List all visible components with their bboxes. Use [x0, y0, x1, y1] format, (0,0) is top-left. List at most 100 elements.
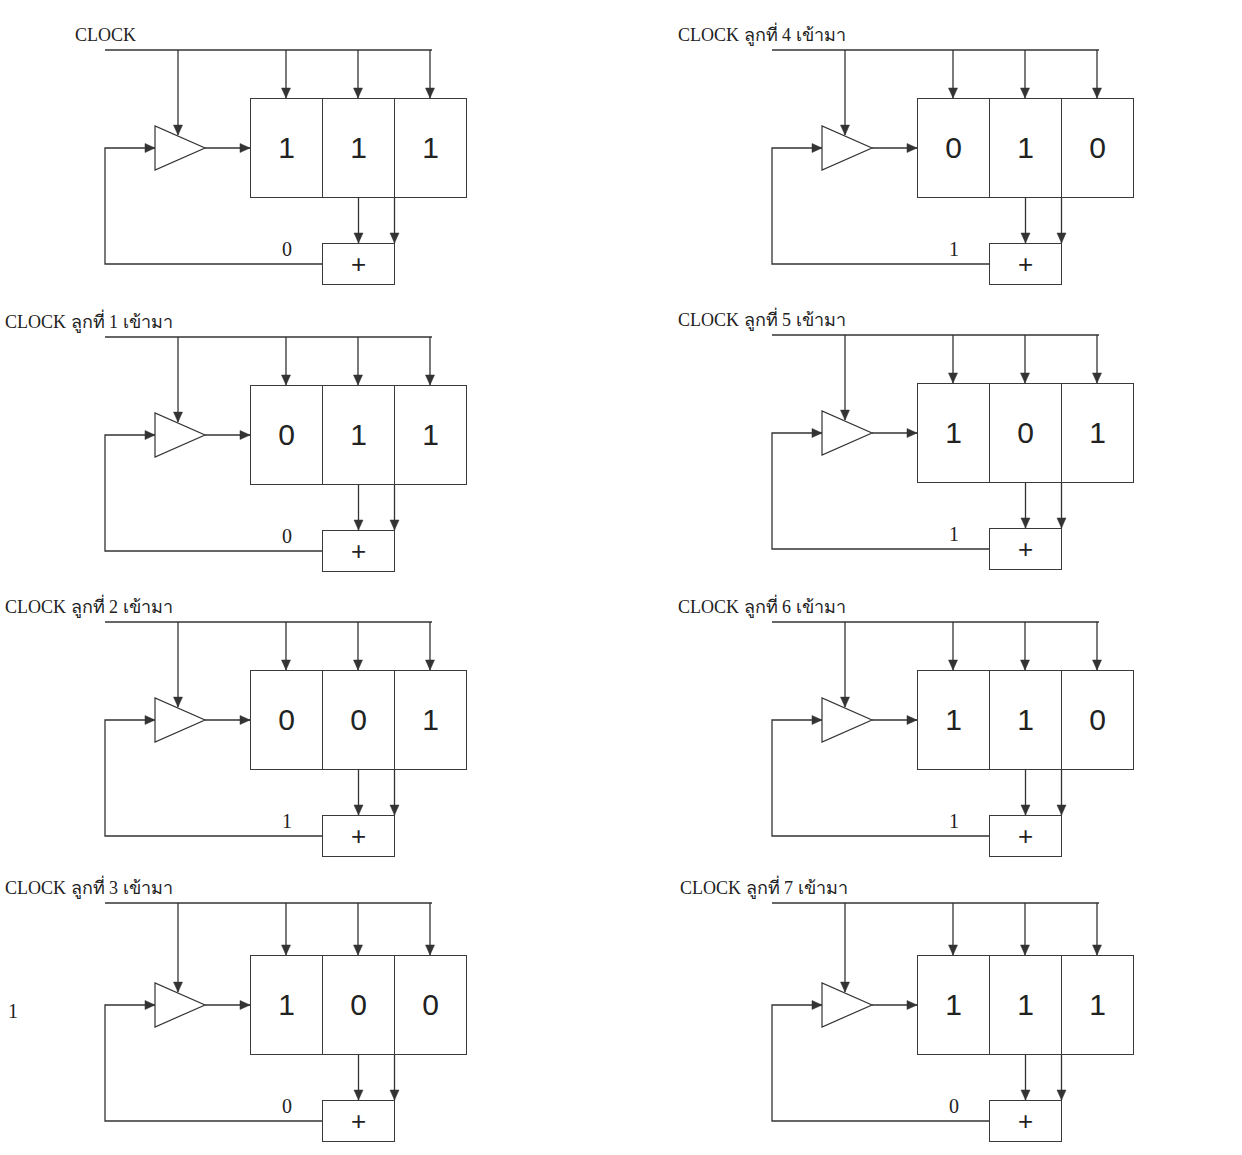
clock-tap [177, 622, 178, 707]
clock-title: CLOCK ลูกที่ 1 เข้ามา [5, 312, 173, 332]
arrow-head [354, 520, 363, 530]
arrow-head [1057, 233, 1066, 243]
xor-symbol: + [351, 1108, 366, 1134]
arrow-head [174, 697, 183, 707]
clock-title: CLOCK ลูกที่ 7 เข้ามา [680, 878, 848, 898]
connector [390, 485, 399, 530]
connector [1021, 770, 1030, 815]
arrow-head [1021, 805, 1030, 815]
register-bit: 1 [945, 990, 962, 1020]
register-cell: 1 [394, 670, 467, 770]
arrow-head [1021, 518, 1030, 528]
clock-tap [177, 903, 178, 992]
connector [1021, 198, 1030, 243]
arrow-head [949, 373, 958, 383]
connector [1021, 1055, 1030, 1100]
arrow-head [426, 945, 435, 955]
arrow-head [354, 805, 363, 815]
arrow-head [282, 945, 291, 955]
clock-tap [177, 50, 178, 135]
connector [354, 770, 363, 815]
register-cell: 1 [322, 98, 395, 198]
arrow-head [949, 945, 958, 955]
arrow-head [240, 144, 250, 153]
connector [354, 485, 363, 530]
xor-box: + [322, 530, 395, 572]
arrow-head [145, 1001, 155, 1010]
register-bit: 1 [945, 705, 962, 735]
arrow-head [907, 716, 917, 725]
arrow-head [240, 1001, 250, 1010]
register-bit: 1 [350, 420, 367, 450]
buffer-symbol [155, 698, 205, 742]
feedback-bit: 1 [949, 810, 959, 832]
xor-symbol: + [1018, 823, 1033, 849]
feedback-bit: 0 [282, 238, 292, 260]
xor-box: + [989, 1100, 1062, 1142]
feedback-bit: 1 [282, 810, 292, 832]
arrow-head [390, 805, 399, 815]
arrow-head [1021, 233, 1030, 243]
arrow-head [240, 716, 250, 725]
clock-line [105, 902, 432, 903]
register-bit: 0 [945, 133, 962, 163]
arrow-head [812, 1001, 822, 1010]
arrow-head [426, 660, 435, 670]
clock-line [105, 49, 432, 50]
clock-title: CLOCK ลูกที่ 2 เข้ามา [5, 597, 173, 617]
register-bit: 0 [1089, 133, 1106, 163]
arrow-head [390, 1090, 399, 1100]
buffer-symbol [155, 983, 205, 1027]
connector [1057, 1055, 1066, 1100]
arrow-head [949, 88, 958, 98]
connector [390, 198, 399, 243]
arrow-head [1093, 945, 1102, 955]
connector [390, 770, 399, 815]
register-cell: 1 [989, 98, 1062, 198]
register-cell: 1 [394, 385, 467, 485]
arrow-head [1021, 88, 1030, 98]
connector [1057, 770, 1066, 815]
arrow-head [841, 410, 850, 420]
arrow-head [354, 375, 363, 385]
clock-line [105, 621, 432, 622]
arrow-head [174, 412, 183, 422]
register-cell: 0 [394, 955, 467, 1055]
xor-symbol: + [351, 823, 366, 849]
xor-box: + [989, 815, 1062, 857]
register-bit: 1 [422, 705, 439, 735]
arrow-head [145, 431, 155, 440]
arrow-head [1093, 660, 1102, 670]
arrow-head [1057, 805, 1066, 815]
arrow-head [907, 429, 917, 438]
register-cell: 1 [917, 383, 990, 483]
register-bit: 0 [422, 990, 439, 1020]
buffer-symbol [822, 698, 872, 742]
arrow-head [282, 88, 291, 98]
arrow-head [282, 660, 291, 670]
xor-symbol: + [351, 538, 366, 564]
register-bit: 1 [422, 420, 439, 450]
clock-tap [844, 335, 845, 420]
arrow-head [1093, 373, 1102, 383]
register-bit: 1 [1017, 133, 1034, 163]
arrow-head [426, 375, 435, 385]
clock-line [772, 334, 1099, 335]
feedback-bit: 1 [949, 523, 959, 545]
arrow-head [354, 233, 363, 243]
register-bit: 0 [1089, 705, 1106, 735]
xor-symbol: + [351, 251, 366, 277]
buffer-symbol [822, 411, 872, 455]
clock-line [772, 902, 1099, 903]
arrow-head [282, 375, 291, 385]
register-bit: 1 [278, 133, 295, 163]
register-cell: 1 [1061, 955, 1134, 1055]
xor-symbol: + [1018, 1108, 1033, 1134]
register-cell: 0 [1061, 98, 1134, 198]
connector [390, 1055, 399, 1100]
clock-title: CLOCK ลูกที่ 4 เข้ามา [678, 25, 846, 45]
arrow-head [145, 144, 155, 153]
clock-tap [844, 903, 845, 992]
register-bit: 1 [1017, 705, 1034, 735]
clock-line [105, 336, 432, 337]
